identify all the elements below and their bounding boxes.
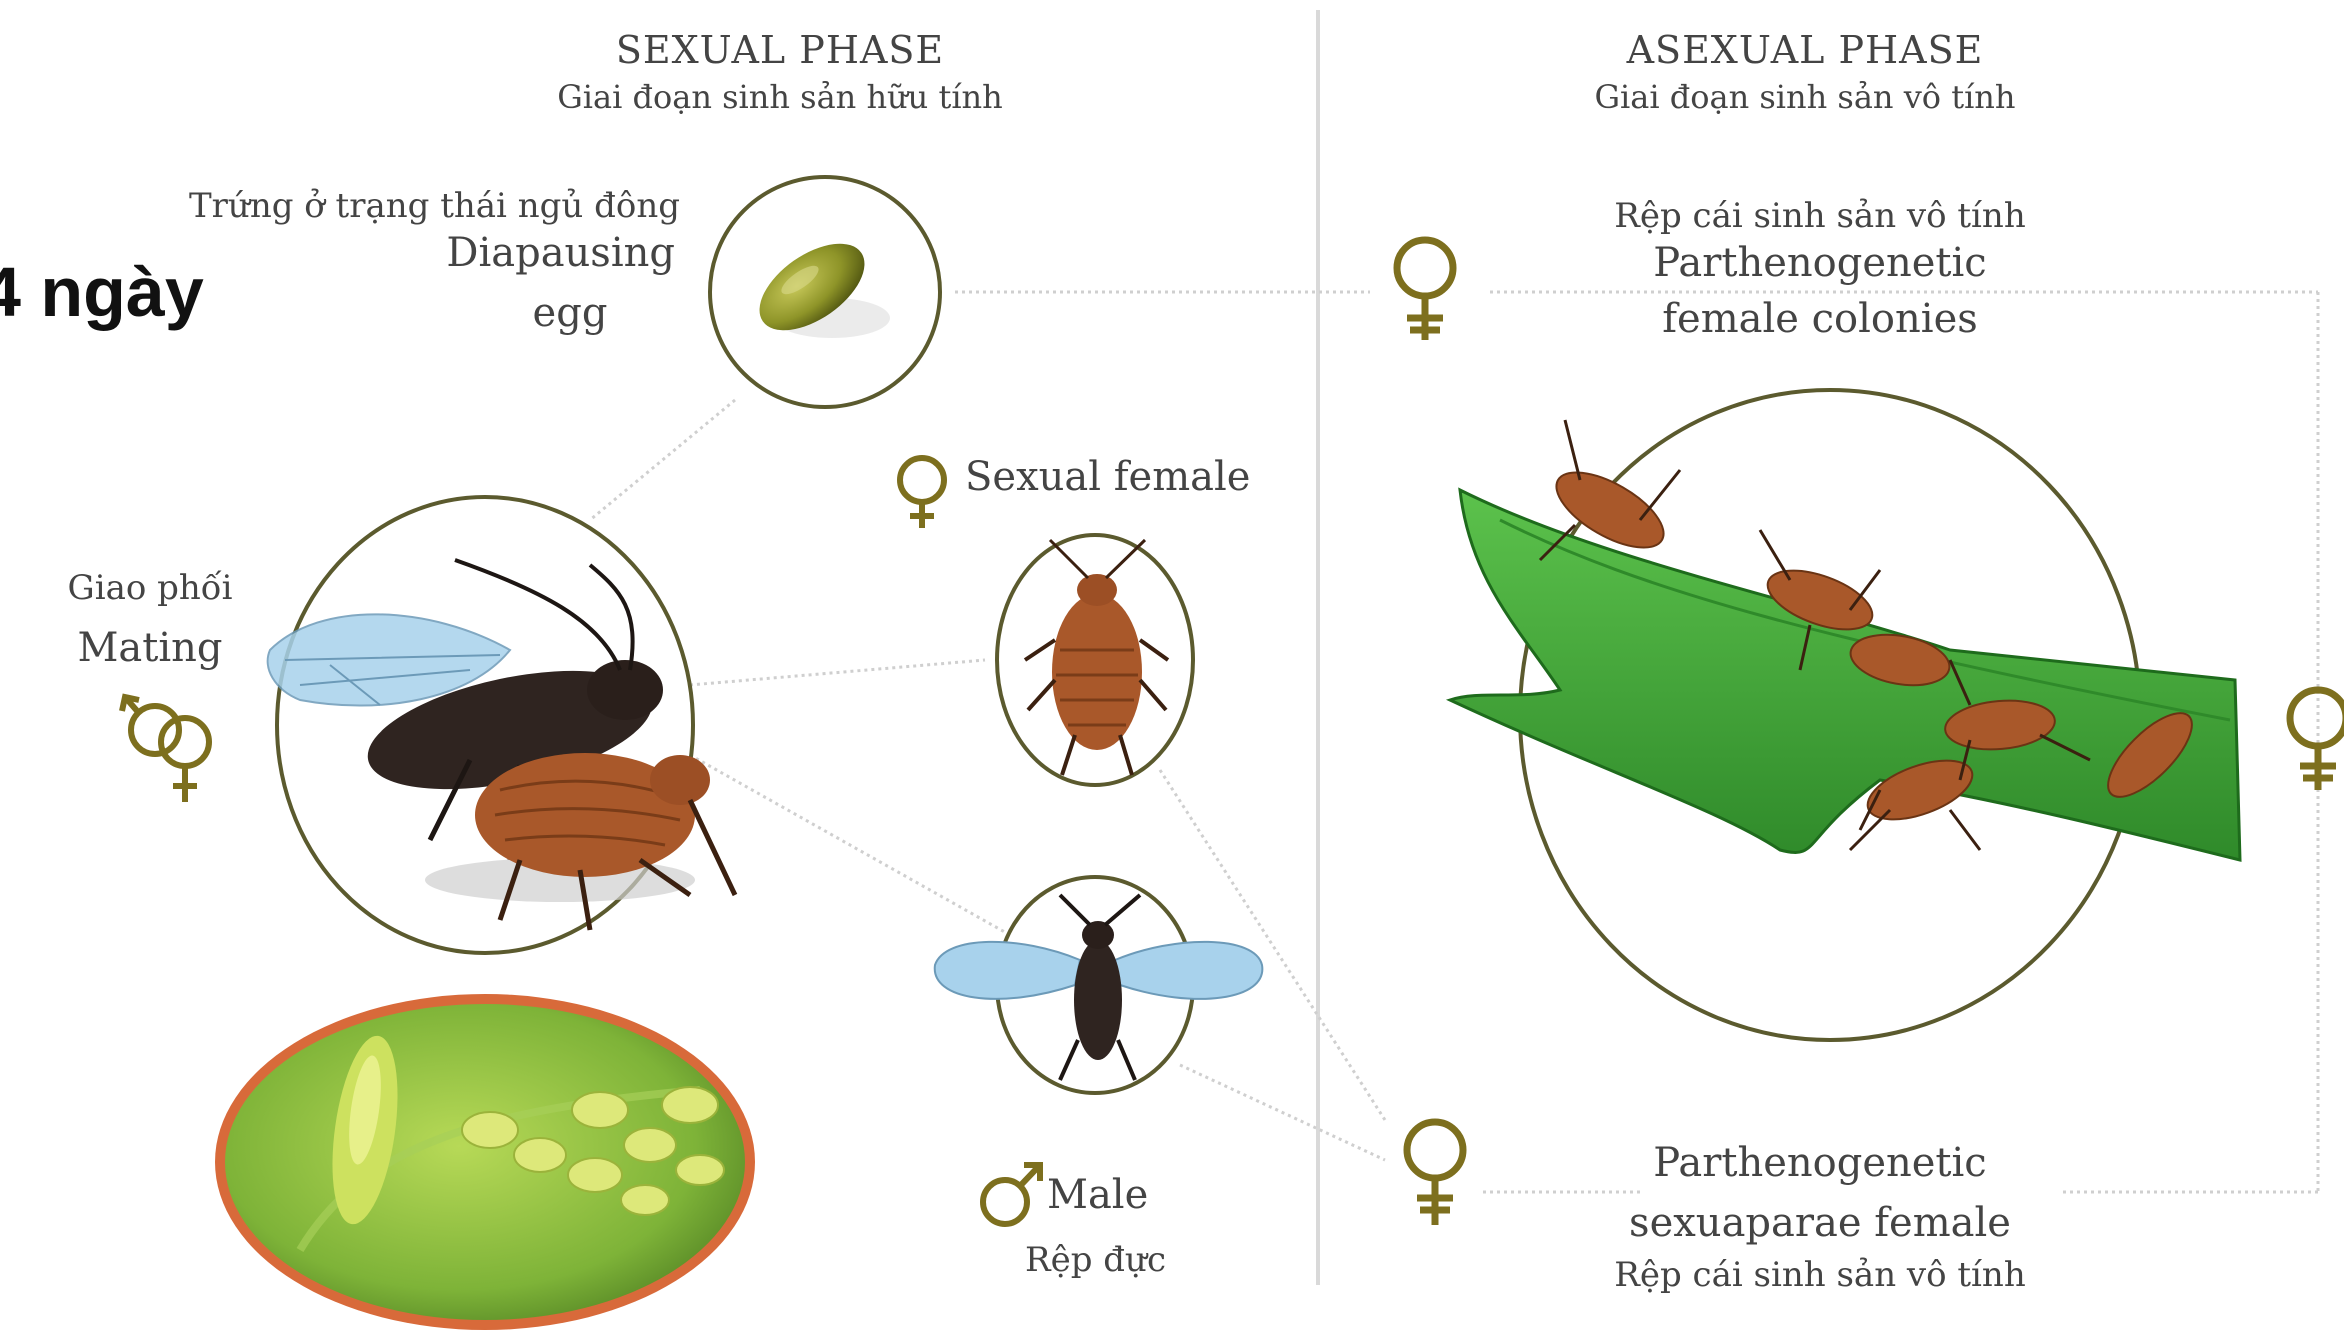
sexuaparae-label-vi: Rệp cái sinh sản vô tính [1560,1255,2080,1295]
male-label-vi: Rệp đực [1025,1240,1166,1280]
male-aphid-icon [935,895,1263,1080]
sexuaparae-label-line2: sexuaparae female [1600,1200,2040,1246]
female-symbol-icon [1397,240,1453,340]
sexual-phase-title: SEXUAL PHASE [540,28,1020,72]
aphid-colony-photo [215,994,755,1330]
egg-label-line1: Diapausing [340,230,675,276]
female-symbol-icon [1407,1122,1463,1225]
mating-label-en: Mating [60,625,240,671]
colonies-label-line2: female colonies [1560,296,2080,342]
sexual-female-label: Sexual female [965,454,1250,500]
female-symbol-icon [900,458,944,528]
male-symbol-icon [983,1165,1040,1224]
asexual-phase-subtitle: Giai đoạn sinh sản vô tính [1485,78,2125,116]
male-label: Male [1047,1172,1148,1218]
duration-label: 4 ngày [0,252,204,332]
asexual-phase-title: ASEXUAL PHASE [1565,28,2045,72]
colonies-label-vi: Rệp cái sinh sản vô tính [1560,196,2080,236]
mating-symbol-icon [122,697,209,802]
sexuaparae-label-line1: Parthenogenetic [1600,1140,2040,1186]
sexual-phase-subtitle: Giai đoạn sinh sản hữu tính [460,78,1100,116]
mating-label-vi: Giao phối [60,568,240,608]
egg-label-line2: egg [520,290,620,336]
egg-label-vi: Trứng ở trạng thái ngủ đông [140,186,680,226]
colonies-label-line1: Parthenogenetic [1560,240,2080,286]
